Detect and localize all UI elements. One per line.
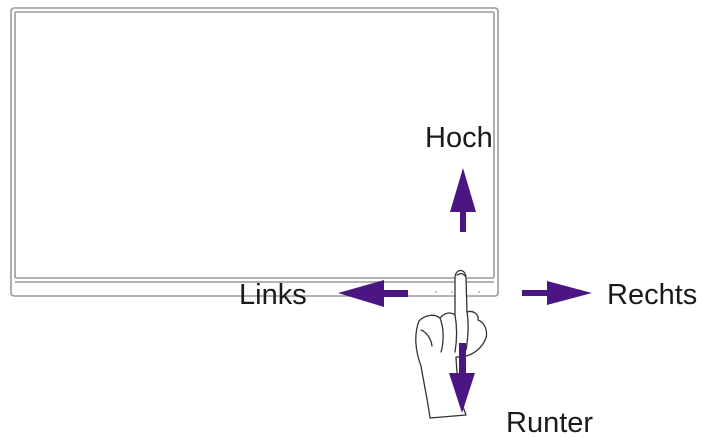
arrow-right (522, 281, 592, 305)
hand-icon (415, 269, 488, 419)
arrow-up (450, 168, 476, 232)
monitor-screen (14, 11, 495, 279)
control-buttons (435, 291, 480, 293)
monitor-bezel (10, 7, 499, 297)
arrow-down (449, 343, 475, 413)
label-right: Rechts (607, 279, 697, 311)
control-button-dot (478, 291, 480, 293)
label-left: Links (239, 279, 307, 311)
monitor (10, 7, 499, 297)
label-down: Runter (506, 407, 593, 438)
control-button-dot (435, 291, 437, 293)
arrow-left (338, 280, 408, 307)
label-up: Hoch (425, 122, 493, 154)
control-button-dot (451, 291, 453, 293)
